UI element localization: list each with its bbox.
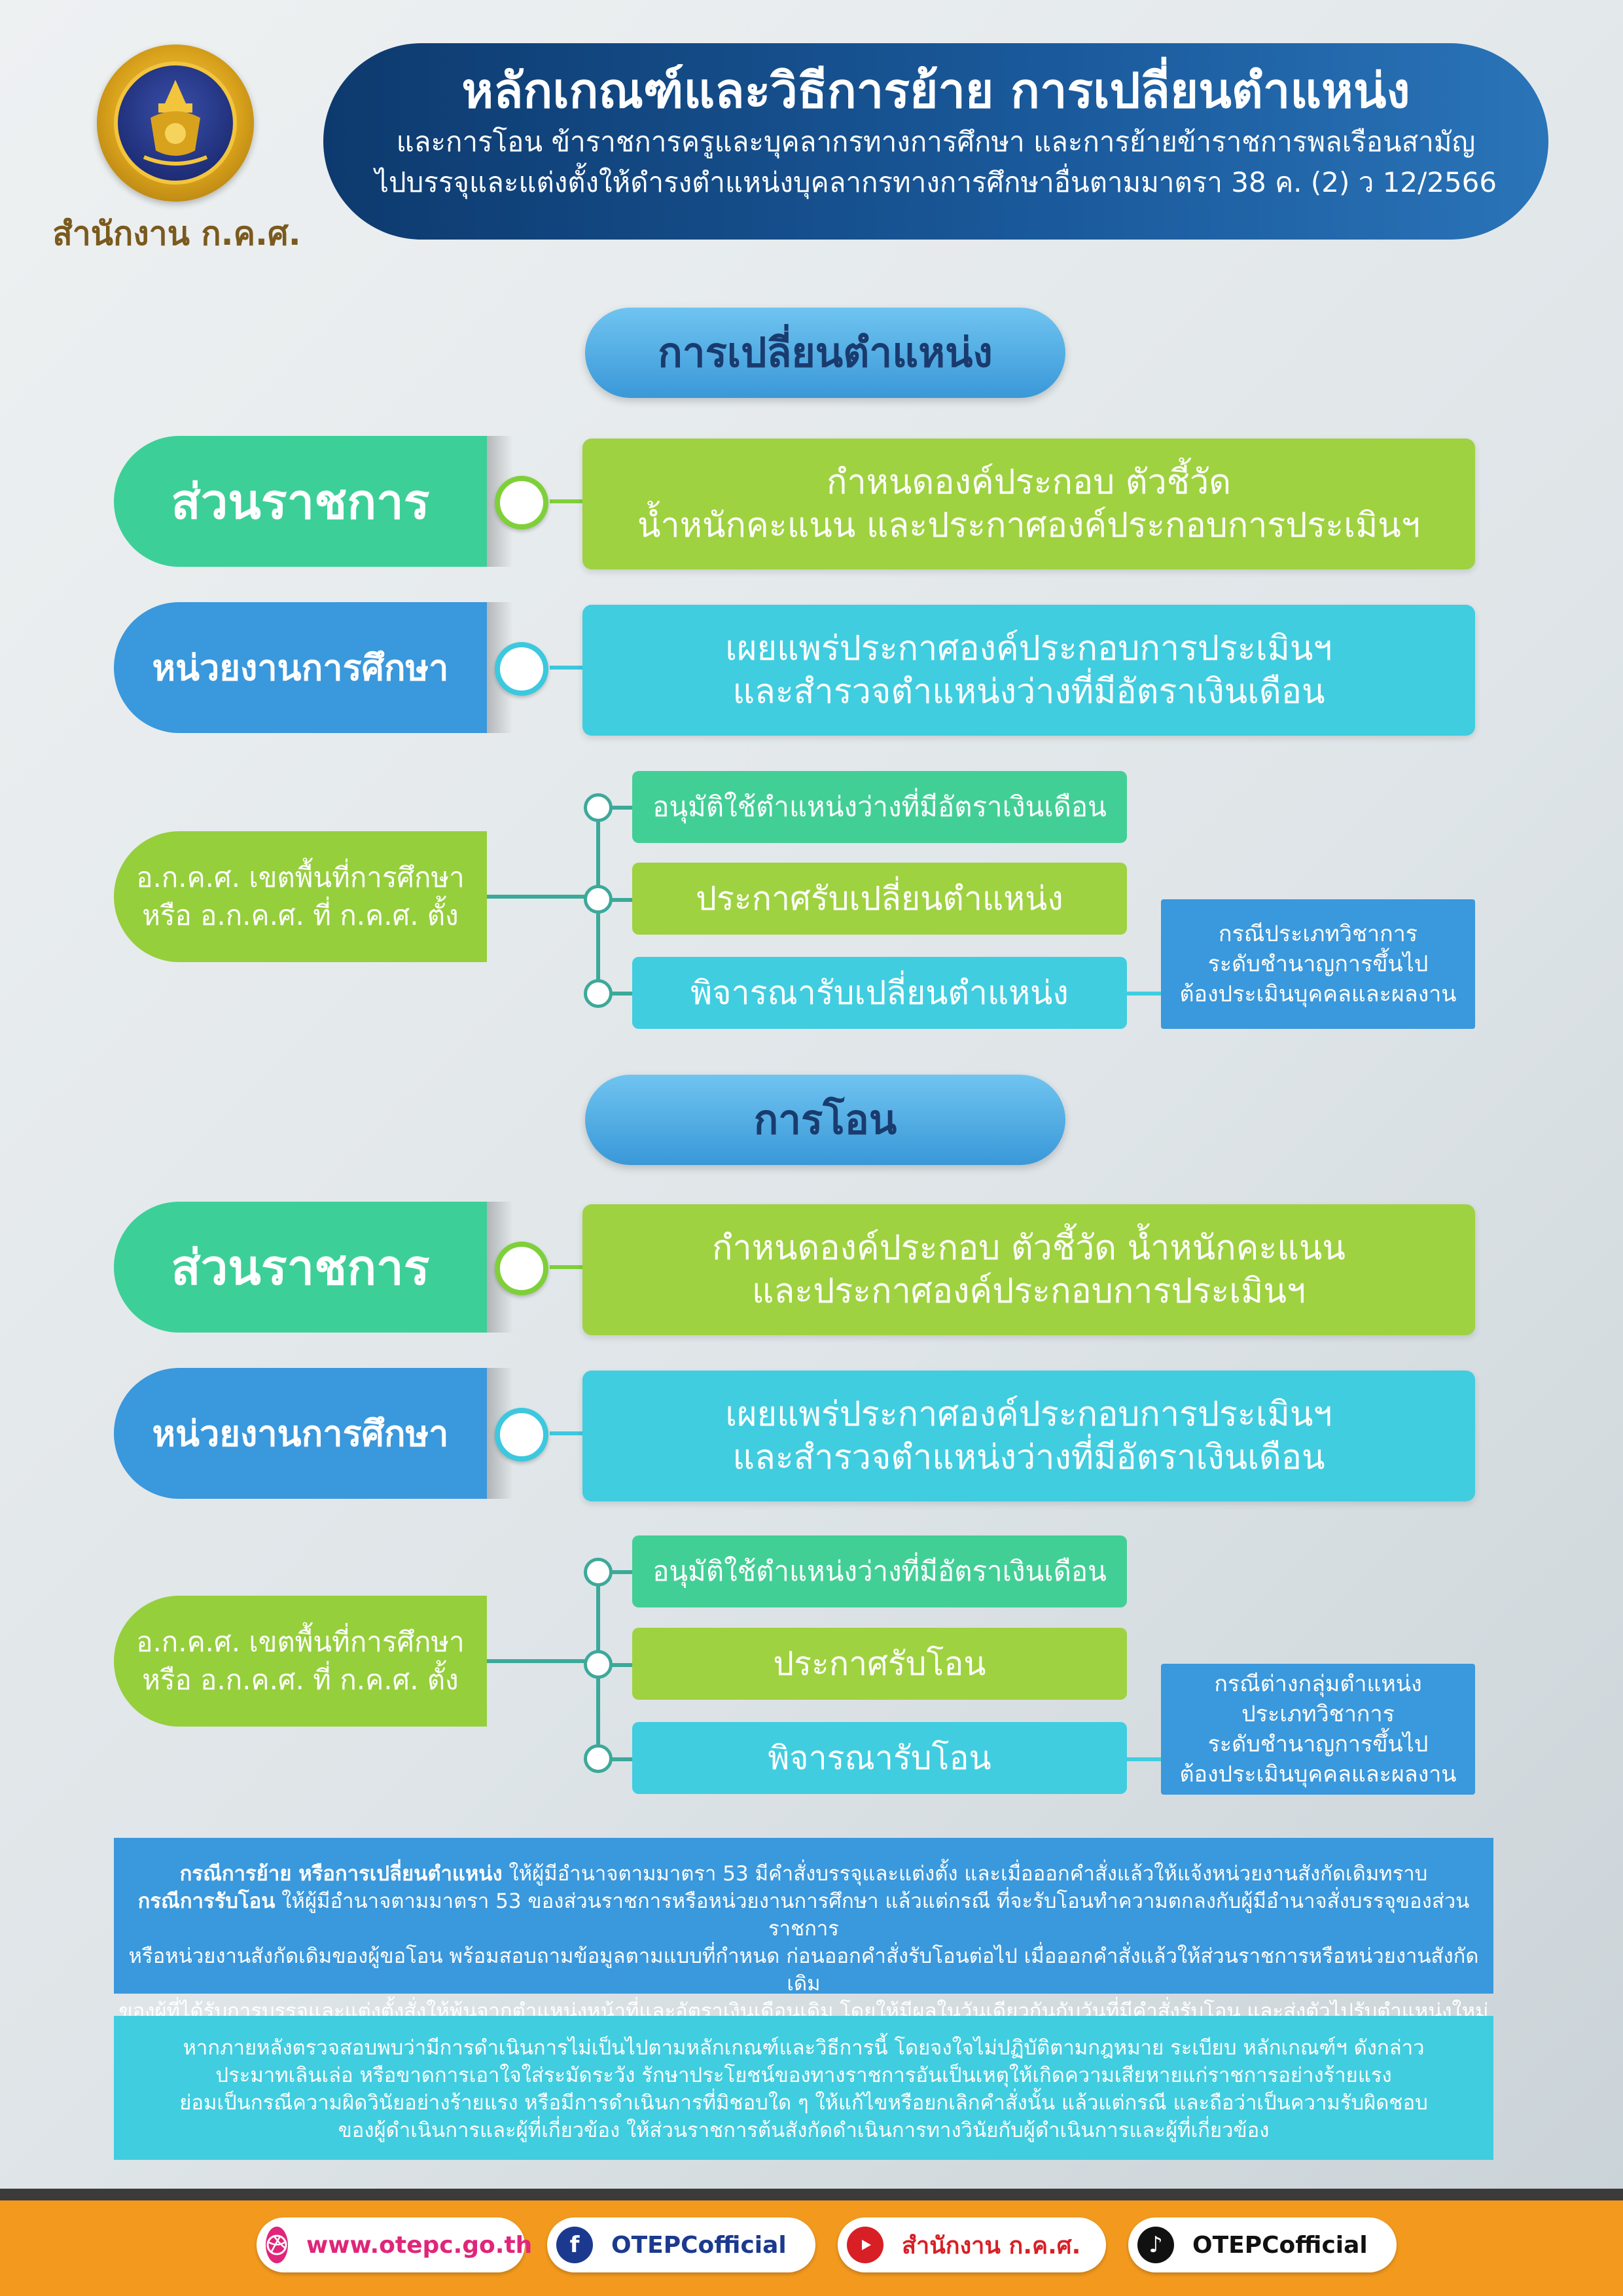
connector xyxy=(550,666,586,670)
title-banner: หลักเกณฑ์และวิธีการย้าย การเปลี่ยนตำแหน่… xyxy=(323,43,1548,240)
page-subtitle-1: และการโอน ข้าราชการครูและบุคลากรทางการศึ… xyxy=(396,126,1476,158)
left-tab-education-unit: หน่วยงานการศึกษา xyxy=(114,1368,487,1499)
note-line: กรณีการย้าย หรือการเปลี่ยนตำแหน่ง ให้ผู้… xyxy=(114,1860,1493,1888)
tiktok-link-text: OTEPCofficial xyxy=(1192,2231,1368,2259)
ring-node xyxy=(495,1242,548,1295)
ring-node xyxy=(495,642,548,696)
connector xyxy=(598,1663,635,1667)
org-name: สำนักงาน ก.ค.ศ. xyxy=(52,215,301,253)
left-tab-government-agency: ส่วนราชการ xyxy=(114,436,487,567)
note-text: ให้ผู้มีอำนาจตามมาตรา 53 ของส่วนราชการหร… xyxy=(275,1890,1470,1941)
facebook-link-text: OTEPCofficial xyxy=(611,2231,787,2259)
step-approve-vacancy: อนุมัติใช้ตำแหน่งว่างที่มีอัตราเงินเดือน xyxy=(632,771,1127,843)
step-box-line: และสำรวจตำแหน่งว่างที่มีอัตราเงินเดือน xyxy=(732,672,1325,711)
note-line: ประมาทเลินเล่อ หรือขาดการเอาใจใส่ระมัดระ… xyxy=(215,2064,1392,2087)
ring-node xyxy=(495,476,548,529)
procedure-note: กรณีการย้าย หรือการเปลี่ยนตำแหน่ง ให้ผู้… xyxy=(114,1838,1493,2051)
note-line: ต้องประเมินบุคคลและผลงาน xyxy=(1179,1761,1457,1787)
web-icon xyxy=(266,2227,288,2263)
step-box-line: เผยแพร่ประกาศองค์ประกอบการประเมินฯ xyxy=(725,1395,1332,1434)
step-dot xyxy=(584,979,613,1008)
connector xyxy=(598,992,635,996)
note-line: ประเภทวิชาการ xyxy=(1241,1701,1395,1727)
note-line: ต้องประเมินบุคคลและผลงาน xyxy=(1179,981,1457,1007)
note-line: หากภายหลังตรวจสอบพบว่ามีการดำเนินการไม่เ… xyxy=(183,2036,1425,2060)
note-line: ระดับชำนาญการขึ้นไป xyxy=(1207,951,1429,977)
step-announce: ประกาศรับโอน xyxy=(632,1628,1127,1700)
page-title: หลักเกณฑ์และวิธีการย้าย การเปลี่ยนตำแหน่… xyxy=(461,63,1410,119)
committee-label-line: หรือ อ.ก.ค.ศ. ที่ ก.ค.ศ. ตั้ง xyxy=(142,1664,459,1696)
step-box-line: และประกาศองค์ประกอบการประเมินฯ xyxy=(751,1272,1306,1311)
note-line: ของผู้ดำเนินการและผู้ที่เกี่ยวข้อง ให้ส่… xyxy=(338,2119,1270,2142)
connector xyxy=(598,1570,635,1574)
note-line: หรือหน่วยงานสังกัดเดิมของผู้ขอโอน พร้อมส… xyxy=(128,1945,1479,1996)
tiktok-icon: ♪ xyxy=(1137,2227,1174,2263)
left-tab-committee: อ.ก.ค.ศ. เขตพื้นที่การศึกษา หรือ อ.ก.ค.ศ… xyxy=(114,1596,487,1727)
step-box-publish-survey: เผยแพร่ประกาศองค์ประกอบการประเมินฯ และสำ… xyxy=(582,605,1475,736)
connector xyxy=(1127,1757,1162,1761)
connector xyxy=(487,1659,598,1663)
committee-label-line: หรือ อ.ก.ค.ศ. ที่ ก.ค.ศ. ตั้ง xyxy=(142,899,459,931)
condition-note: กรณีประเภทวิชาการ ระดับชำนาญการขึ้นไป ต้… xyxy=(1161,899,1475,1029)
youtube-icon xyxy=(847,2227,883,2263)
note-heading: กรณีการรับโอน xyxy=(137,1890,276,1913)
ring-node xyxy=(495,1408,548,1462)
footer-divider xyxy=(0,2189,1623,2200)
step-dot xyxy=(584,1650,613,1679)
connector xyxy=(598,1757,635,1761)
section-title-change-position: การเปลี่ยนตำแหน่ง xyxy=(585,308,1065,398)
step-box-line: และสำรวจตำแหน่งว่างที่มีอัตราเงินเดือน xyxy=(732,1438,1325,1477)
note-text: ให้ผู้มีอำนาจตามมาตรา 53 มีคำสั่งบรรจุแล… xyxy=(502,1862,1428,1886)
step-box-line: กำหนดองค์ประกอบ ตัวชี้วัด น้ำหนักคะแนน xyxy=(712,1229,1346,1268)
note-line: กรณีประเภทวิชาการ xyxy=(1218,921,1418,947)
step-box-publish-survey: เผยแพร่ประกาศองค์ประกอบการประเมินฯ และสำ… xyxy=(582,1371,1475,1501)
left-tab-education-unit: หน่วยงานการศึกษา xyxy=(114,602,487,733)
step-box-line: กำหนดองค์ประกอบ ตัวชี้วัด xyxy=(826,463,1232,502)
note-line: ย่อมเป็นกรณีความผิดวินัยอย่างร้ายแรง หรื… xyxy=(179,2091,1428,2115)
step-box-line: เผยแพร่ประกาศองค์ประกอบการประเมินฯ xyxy=(725,629,1332,668)
otepc-seal-logo xyxy=(97,45,254,202)
connector xyxy=(1127,992,1162,996)
youtube-link-text: สำนักงาน ก.ค.ศ. xyxy=(902,2232,1081,2259)
connector xyxy=(550,499,586,503)
note-line: กรณีการรับโอน ให้ผู้มีอำนาจตามมาตรา 53 ข… xyxy=(114,1888,1493,1943)
step-dot xyxy=(584,885,613,914)
website-link-text: www.otepc.go.th xyxy=(306,2231,533,2259)
step-box-define-criteria: กำหนดองค์ประกอบ ตัวชี้วัด น้ำหนักคะแนน แ… xyxy=(582,1204,1475,1335)
left-tab-committee: อ.ก.ค.ศ. เขตพื้นที่การศึกษา หรือ อ.ก.ค.ศ… xyxy=(114,831,487,962)
note-line: กรณีต่างกลุ่มตำแหน่ง xyxy=(1214,1671,1422,1697)
condition-note: กรณีต่างกลุ่มตำแหน่ง ประเภทวิชาการ ระดับ… xyxy=(1161,1664,1475,1795)
tiktok-link[interactable]: ♪ OTEPCofficial xyxy=(1128,2217,1397,2272)
committee-label-line: อ.ก.ค.ศ. เขตพื้นที่การศึกษา xyxy=(136,861,465,893)
youtube-link[interactable]: สำนักงาน ก.ค.ศ. xyxy=(838,2217,1106,2272)
facebook-link[interactable]: f OTEPCofficial xyxy=(547,2217,815,2272)
connector xyxy=(598,806,635,810)
website-link[interactable]: www.otepc.go.th xyxy=(257,2217,532,2272)
note-heading: กรณีการย้าย หรือการเปลี่ยนตำแหน่ง xyxy=(179,1862,503,1886)
committee-label-line: อ.ก.ค.ศ. เขตพื้นที่การศึกษา xyxy=(136,1626,465,1658)
step-dot xyxy=(584,793,613,822)
note-line: ระดับชำนาญการขึ้นไป xyxy=(1207,1731,1429,1757)
connector xyxy=(550,1265,586,1269)
step-box-define-criteria: กำหนดองค์ประกอบ ตัวชี้วัด น้ำหนักคะแนน แ… xyxy=(582,439,1475,569)
step-consider: พิจารณารับเปลี่ยนตำแหน่ง xyxy=(632,957,1127,1029)
disciplinary-note: หากภายหลังตรวจสอบพบว่ามีการดำเนินการไม่เ… xyxy=(114,2016,1493,2160)
step-consider: พิจารณารับโอน xyxy=(632,1722,1127,1794)
left-tab-government-agency: ส่วนราชการ xyxy=(114,1202,487,1333)
step-box-line: น้ำหนักคะแนน และประกาศองค์ประกอบการประเม… xyxy=(637,506,1421,545)
connector xyxy=(550,1431,586,1435)
facebook-icon: f xyxy=(556,2227,593,2263)
connector xyxy=(487,895,598,899)
step-announce: ประกาศรับเปลี่ยนตำแหน่ง xyxy=(632,863,1127,935)
page-subtitle-2: ไปบรรจุและแต่งตั้งให้ดำรงตำแหน่งบุคลากรท… xyxy=(374,166,1497,198)
step-dot xyxy=(584,1744,613,1773)
step-dot xyxy=(584,1558,613,1587)
section-title-transfer: การโอน xyxy=(585,1075,1065,1165)
connector xyxy=(598,898,635,902)
step-approve-vacancy: อนุมัติใช้ตำแหน่งว่างที่มีอัตราเงินเดือน xyxy=(632,1535,1127,1607)
